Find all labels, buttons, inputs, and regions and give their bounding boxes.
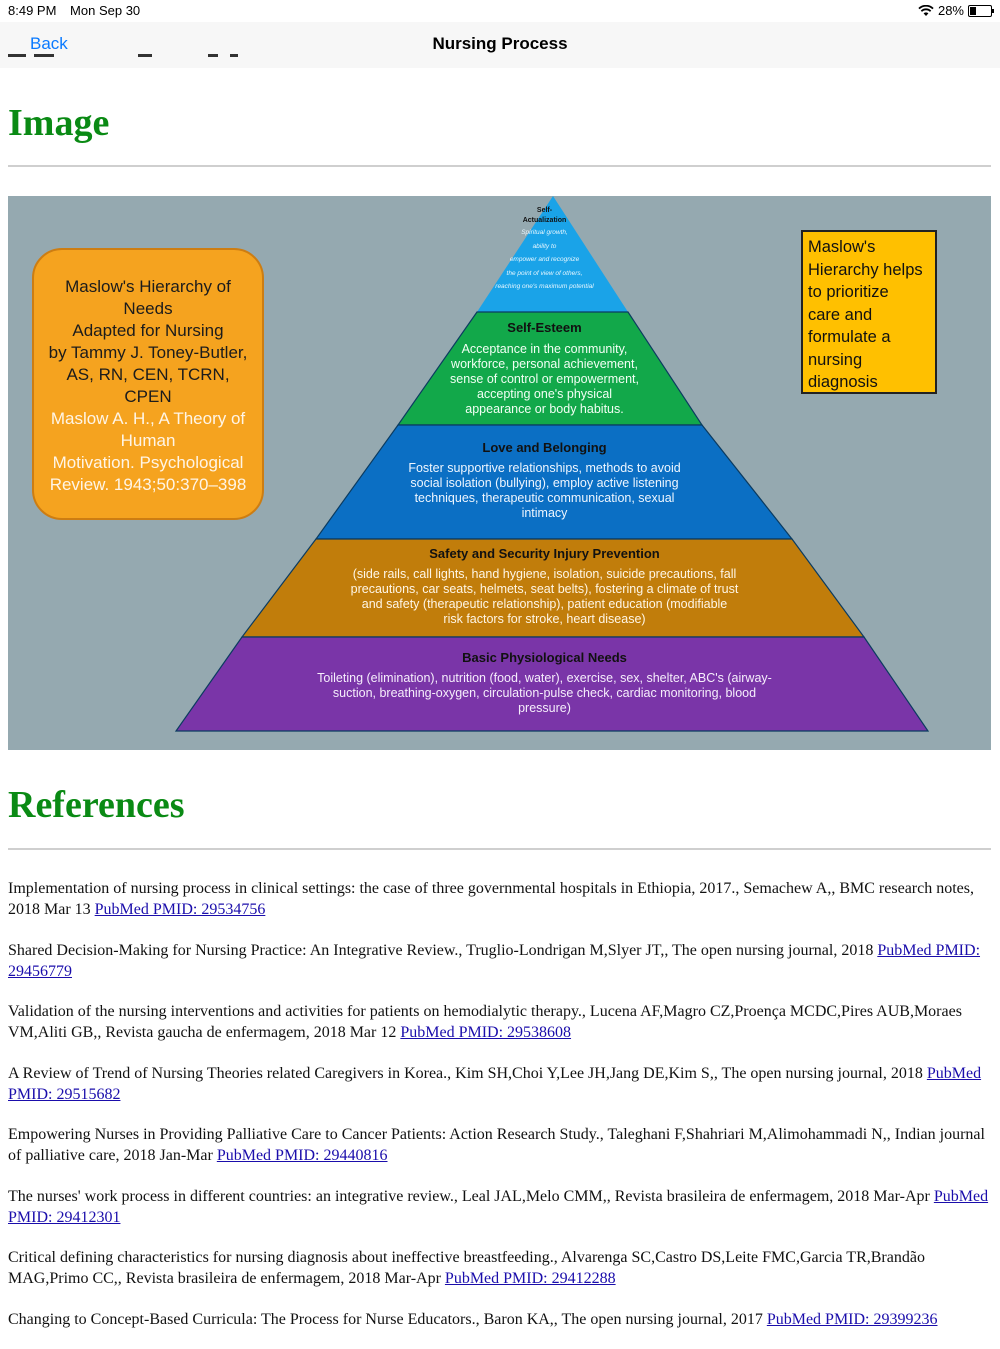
pubmed-link[interactable]: PubMed PMID: 29538608	[400, 1024, 572, 1041]
level-text-self-actualization-1: Spiritual growth,	[521, 229, 568, 236]
nav-title: Nursing Process	[432, 34, 568, 53]
pubmed-link[interactable]: PubMed PMID: 29399236	[766, 1310, 938, 1328]
reference-text: The nurses' work process in different co…	[8, 1187, 930, 1205]
note-line-4: care and	[808, 305, 873, 324]
level-title-self-esteem: Self-Esteem	[507, 320, 582, 335]
left-title-3: Adapted for Nursing	[72, 321, 224, 340]
level-title-physiological: Basic Physiological Needs	[462, 650, 627, 665]
level-title-love-belonging: Love and Belonging	[482, 440, 607, 455]
note-line-1: Maslow's	[808, 238, 876, 256]
status-date: Mon Sep 30	[70, 3, 141, 18]
reference-text: Validation of the nursing interventions …	[8, 1003, 962, 1041]
prioritize-note-box: Maslow's Hierarchy helps to prioritize c…	[801, 230, 937, 394]
maslow-attribution-box: Maslow's Hierarchy of Needs Adapted for …	[32, 248, 264, 520]
references-heading: References	[8, 784, 185, 826]
level-text-safety-1: (side rails, call lights, hand hygiene, …	[352, 567, 737, 581]
level-text-love-belonging-3: techniques, therapeutic communication, s…	[414, 491, 675, 505]
level-text-safety-4: risk factors for stroke, heart disease)	[443, 612, 646, 626]
reference-text: Critical defining characteristics for nu…	[8, 1249, 925, 1287]
divider	[8, 848, 991, 850]
pubmed-link[interactable]: PubMed PMID: 29412301	[8, 1187, 989, 1226]
level-text-physiological-3: pressure)	[518, 701, 571, 715]
level-self-actualization: Self- Actualization Spiritual growth, ab…	[8, 206, 991, 294]
battery-icon	[968, 4, 994, 17]
status-left: 8:49 PM Mon Sep 30	[8, 3, 150, 18]
level-self-esteem: Self-Esteem Acceptance in the community,…	[8, 320, 991, 417]
reference-text: Changing to Concept-Based Curricula: The…	[8, 1310, 763, 1328]
level-text-love-belonging-4: intimacy	[521, 506, 568, 520]
level-title-self-actualization-1: Self-	[536, 207, 553, 214]
level-text-love-belonging-2: social isolation (bullying), employ acti…	[410, 476, 679, 490]
left-source-2: Human	[120, 431, 176, 450]
pubmed-link[interactable]: PubMed PMID: 29515682	[8, 1064, 982, 1103]
level-title-safety: Safety and Security Injury Prevention	[429, 546, 660, 561]
maslow-figure: Maslow's Hierarchy of Needs Adapted for …	[8, 196, 991, 750]
level-text-self-esteem-4: accepting one's physical	[476, 387, 613, 401]
level-text-self-esteem-1: Acceptance in the community,	[461, 342, 628, 356]
level-text-safety-2: precautions, car seats, helmets, seat be…	[350, 582, 739, 596]
pubmed-link[interactable]: PubMed PMID: 29412288	[444, 1270, 616, 1287]
pubmed-link[interactable]: PubMed PMID: 29456779	[8, 941, 981, 980]
pubmed-link[interactable]: PubMed PMID: 29440816	[216, 1147, 388, 1164]
left-source-3: Motivation. Psychological	[52, 453, 244, 472]
back-button[interactable]: Back	[30, 34, 68, 53]
pyramid-tier-self-actualization	[477, 196, 628, 312]
pyramid-graphic	[174, 196, 930, 732]
reference-item: A Review of Trend of Nursing Theories re…	[8, 1063, 992, 1105]
level-text-self-actualization-3: empower and recognize	[509, 256, 580, 263]
text-fragment-shape	[8, 54, 238, 57]
level-text-physiological-2: suction, breathing-oxygen, circulation-p…	[332, 686, 757, 700]
reference-text: A Review of Trend of Nursing Theories re…	[8, 1064, 923, 1082]
left-source-4: Review. 1943;50:370–398	[49, 475, 247, 494]
level-text-love-belonging-1: Foster supportive relationships, methods…	[408, 461, 681, 475]
reference-text: Implementation of nursing process in cli…	[8, 880, 974, 918]
reference-item: Changing to Concept-Based Curricula: The…	[8, 1309, 992, 1330]
level-safety: Safety and Security Injury Prevention (s…	[8, 546, 991, 627]
reference-item: Validation of the nursing interventions …	[8, 1001, 992, 1043]
pubmed-link[interactable]: PubMed PMID: 29534756	[94, 901, 266, 918]
divider	[8, 165, 991, 167]
level-text-self-actualization-2: ability to	[532, 242, 557, 250]
reference-item: The nurses' work process in different co…	[8, 1186, 992, 1228]
note-line-7: diagnosis	[808, 373, 878, 391]
battery-fill	[970, 6, 976, 15]
status-bar: 8:49 PM Mon Sep 30 28%	[0, 0, 1000, 22]
level-text-self-actualization-5: reaching one's maximum potential	[495, 283, 594, 290]
level-love-belonging: Love and Belonging Foster supportive rel…	[8, 440, 991, 521]
level-text-safety-3: and safety (therapeutic relationship), p…	[361, 597, 728, 611]
note-line-2: Hierarchy helps	[808, 260, 923, 279]
level-title-self-actualization-2: Actualization	[522, 217, 567, 224]
level-physiological: Basic Physiological Needs Toileting (eli…	[8, 650, 991, 716]
reference-item: Critical defining characteristics for nu…	[8, 1247, 992, 1289]
left-title-5: AS, RN, CEN, TCRN,	[66, 365, 230, 384]
reference-text: Shared Decision-Making for Nursing Pract…	[8, 941, 874, 959]
left-title-2: Needs	[123, 299, 173, 318]
pyramid-tier-physiological	[174, 636, 930, 732]
references-list: Implementation of nursing process in cli…	[8, 878, 992, 1349]
reference-text: Empowering Nurses in Providing Palliativ…	[8, 1126, 985, 1164]
level-text-self-esteem-2: workforce, personal achievement,	[451, 357, 638, 371]
level-text-self-esteem-5: appearance or body habitus.	[465, 402, 624, 416]
note-line-6: nursing	[808, 350, 863, 369]
navigation-bar: Back Nursing Process	[0, 22, 1000, 68]
battery-percent: 28%	[937, 3, 964, 18]
left-source-1: Maslow A. H., A Theory of	[50, 409, 246, 428]
left-title-4: by Tammy J. Toney-Butler,	[48, 343, 248, 362]
reference-item: Empowering Nurses in Providing Palliativ…	[8, 1124, 992, 1166]
note-line-5: formulate a	[808, 328, 891, 346]
image-heading: Image	[8, 102, 110, 144]
scrolled-text-fragment	[8, 54, 408, 68]
note-line-3: to prioritize	[808, 283, 889, 301]
reference-item: Shared Decision-Making for Nursing Pract…	[8, 940, 992, 982]
status-time: 8:49 PM	[8, 3, 57, 18]
level-text-self-actualization-4: the point of view of others,	[506, 269, 583, 277]
level-text-physiological-1: Toileting (elimination), nutrition (food…	[317, 671, 772, 685]
left-title-6: CPEN	[124, 387, 172, 406]
level-text-self-esteem-3: sense of control or empowerment,	[450, 372, 639, 386]
reference-item: Implementation of nursing process in cli…	[8, 878, 992, 920]
status-right: 28%	[918, 3, 994, 18]
left-title-1: Maslow's Hierarchy of	[65, 277, 231, 296]
wifi-icon	[918, 4, 934, 16]
